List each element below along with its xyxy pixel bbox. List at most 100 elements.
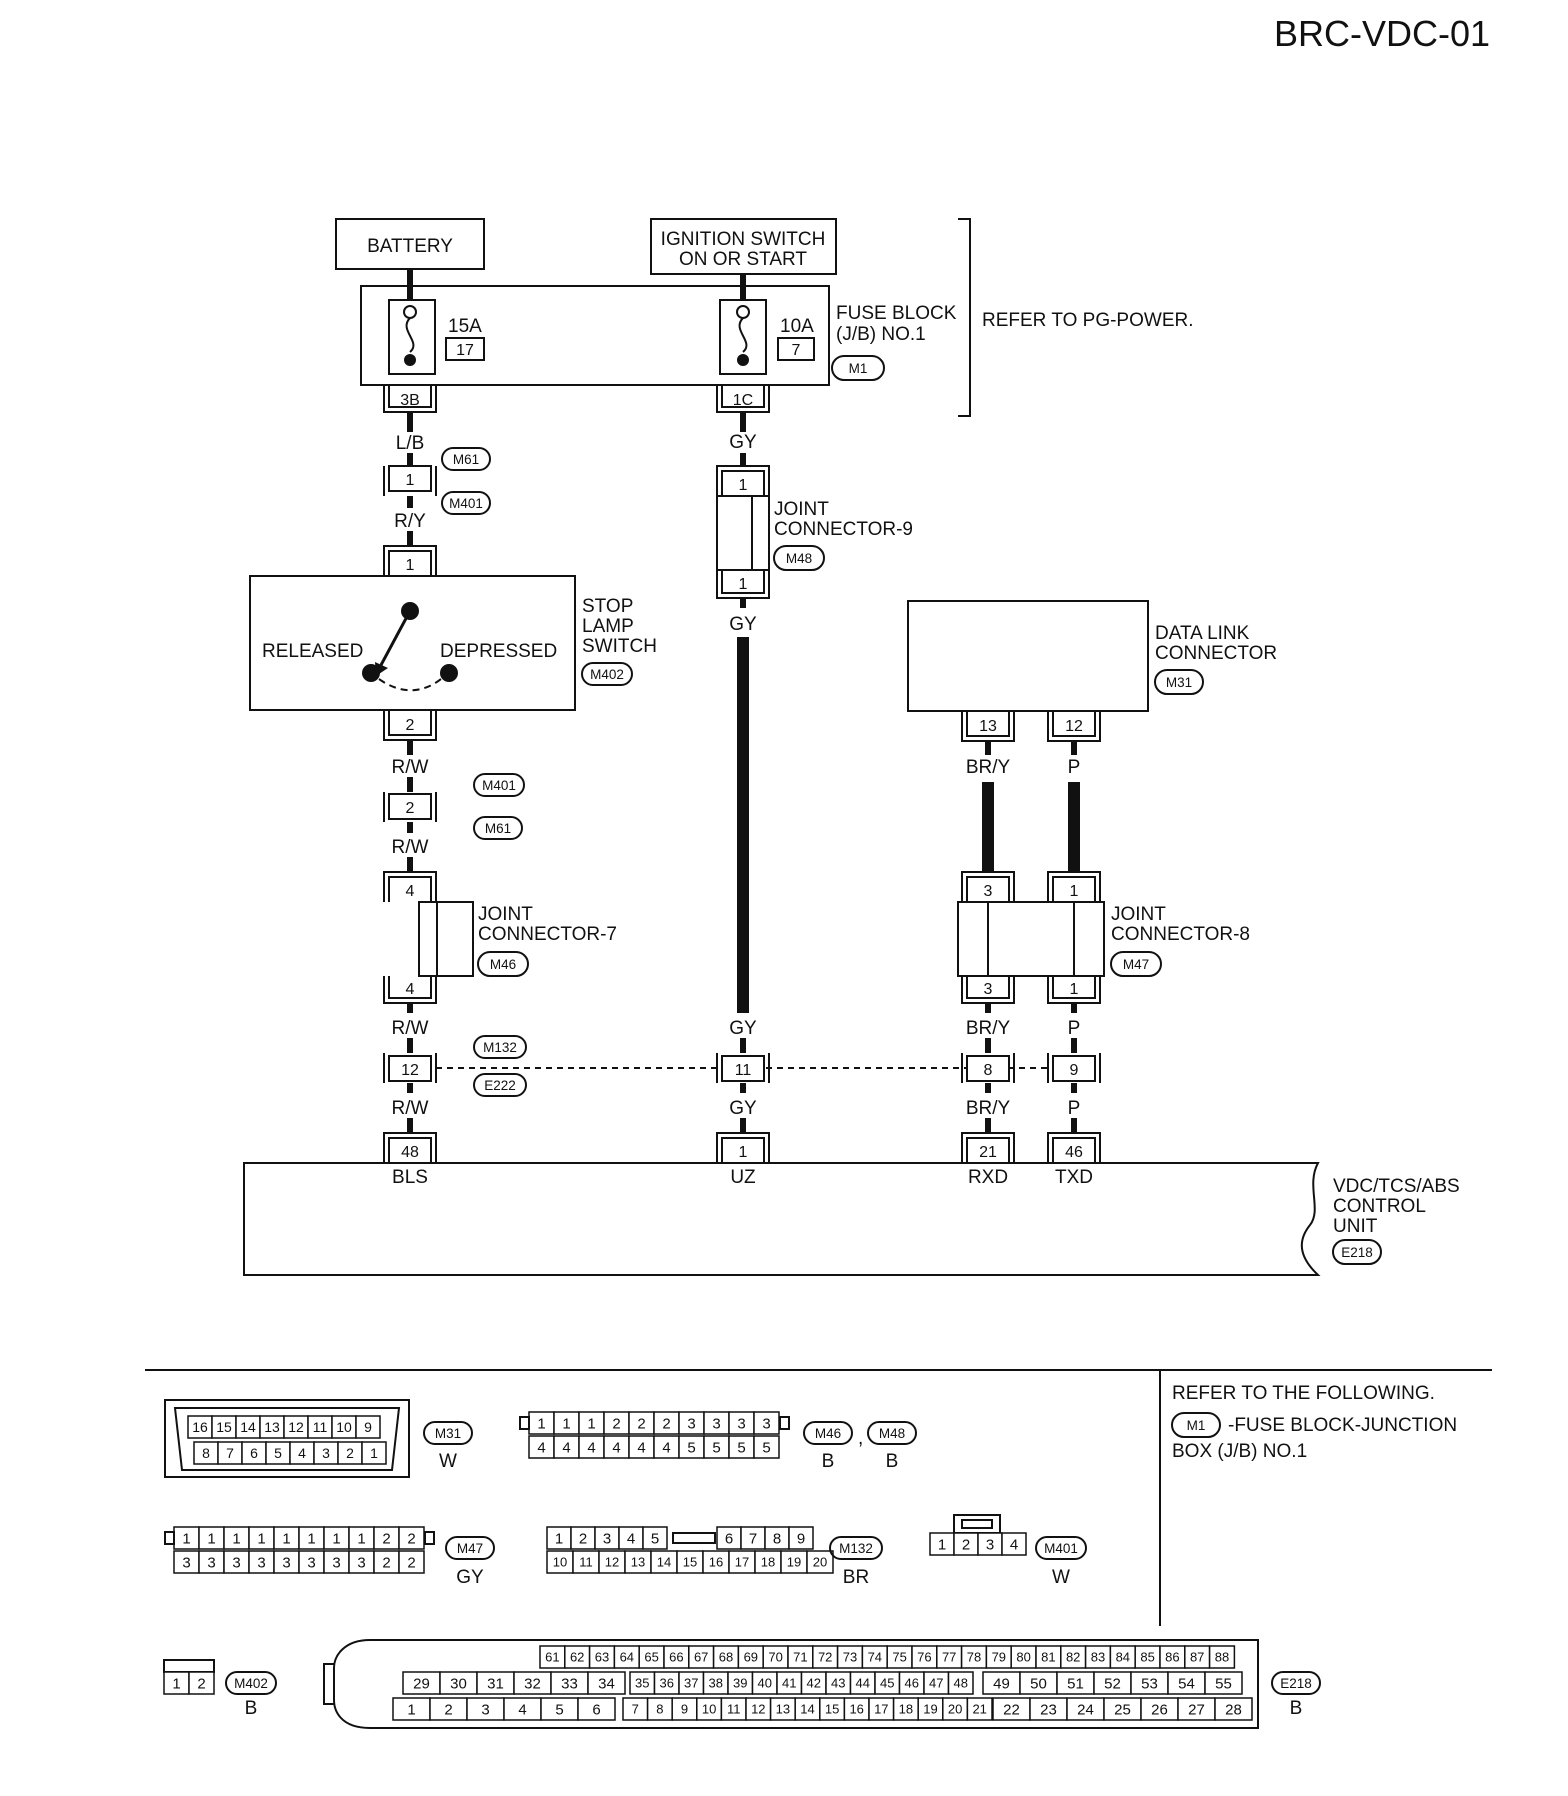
pin-number: 20 bbox=[948, 1702, 962, 1717]
pin-number: 1 bbox=[257, 1530, 265, 1547]
data-link-connector-box bbox=[907, 600, 1149, 712]
pin-number: 12 bbox=[288, 1419, 304, 1435]
jc7-connector: M46 bbox=[490, 957, 516, 972]
pin-number: 3 bbox=[762, 1415, 770, 1432]
pin-number: 42 bbox=[807, 1676, 821, 1691]
wire-bry-3: BR/Y bbox=[966, 1098, 1011, 1119]
joint-connector-9 bbox=[716, 495, 770, 571]
ecu-pin-21: 21 bbox=[979, 1144, 997, 1161]
legend-m47-color: GY bbox=[456, 1567, 484, 1588]
pin-number: 12 bbox=[605, 1555, 619, 1570]
refer-m1: M1 bbox=[1187, 1418, 1206, 1433]
pin-number: 3 bbox=[737, 1415, 745, 1432]
pin-number: 51 bbox=[1067, 1675, 1084, 1692]
pin-number: 55 bbox=[1215, 1675, 1232, 1692]
pin-number: 3 bbox=[207, 1554, 215, 1571]
pin-number: 17 bbox=[874, 1702, 888, 1717]
diagram-title: BRC-VDC-01 bbox=[1274, 13, 1490, 54]
fuse-block-connector: M1 bbox=[849, 361, 868, 376]
fuse-block-label: FUSE BLOCK bbox=[836, 303, 957, 324]
pin-number: 1 bbox=[938, 1536, 946, 1553]
ecu-pin-48: 48 bbox=[401, 1144, 419, 1161]
pin-cell bbox=[398, 1550, 425, 1574]
pin-number: 35 bbox=[635, 1676, 649, 1691]
dlc-label-1: DATA LINK bbox=[1155, 623, 1250, 644]
pin-number: 43 bbox=[831, 1676, 845, 1691]
pin-number: 16 bbox=[192, 1419, 208, 1435]
jc8-connector: M47 bbox=[1123, 957, 1149, 972]
pin-number: 3 bbox=[481, 1701, 489, 1718]
refer-bracket bbox=[958, 218, 971, 417]
refer-pg-power: REFER TO PG-POWER. bbox=[982, 310, 1194, 331]
pin-number: 78 bbox=[967, 1650, 981, 1665]
pin-number: 29 bbox=[413, 1675, 430, 1692]
pin-number: 19 bbox=[787, 1555, 801, 1570]
wire-rw-2: R/W bbox=[392, 837, 429, 858]
pin-number: 8 bbox=[773, 1530, 781, 1547]
jc9-pin-1-bottom: 1 bbox=[739, 576, 748, 593]
pin-number: 24 bbox=[1077, 1701, 1094, 1718]
pin-number: 48 bbox=[954, 1676, 968, 1691]
pin-number: 1 bbox=[232, 1530, 240, 1547]
pin-number: 1 bbox=[357, 1530, 365, 1547]
fuse-block-sublabel: (J/B) NO.1 bbox=[836, 324, 926, 345]
pin-number: 9 bbox=[364, 1419, 372, 1435]
pin-number: 36 bbox=[660, 1676, 674, 1691]
pin-number: 50 bbox=[1030, 1675, 1047, 1692]
pin-number: 6 bbox=[250, 1445, 258, 1461]
jc8-pin-1-top: 1 bbox=[1070, 883, 1079, 900]
dlc-pin-13: 13 bbox=[979, 718, 997, 735]
jc7-pin-4-bottom: 4 bbox=[406, 981, 415, 998]
pin-number: 88 bbox=[1215, 1650, 1229, 1665]
pin-number: 69 bbox=[744, 1650, 758, 1665]
pin-number: 61 bbox=[545, 1650, 559, 1665]
pin-number: 82 bbox=[1066, 1650, 1080, 1665]
pin-number: 3 bbox=[687, 1415, 695, 1432]
stop-lamp-label-1: STOP bbox=[582, 596, 633, 617]
wire-bry-2: BR/Y bbox=[966, 1018, 1011, 1039]
refer-fuse-block: -FUSE BLOCK-JUNCTION bbox=[1228, 1415, 1457, 1436]
pin-number: 2 bbox=[382, 1530, 390, 1547]
fuse-1-terminal: 3B bbox=[400, 392, 420, 409]
left-column: L/B 1 M61 M401 R/Y 1 RELEASED DEPRESSED … bbox=[249, 412, 657, 1053]
pin-number: 3 bbox=[357, 1554, 365, 1571]
fuse-2-amp: 10A bbox=[780, 316, 814, 337]
stop-lamp-switch-box bbox=[249, 575, 576, 711]
pin-number: 1 bbox=[182, 1530, 190, 1547]
wire-gy-3: GY bbox=[729, 1018, 757, 1039]
wire-gy-4: GY bbox=[729, 1098, 757, 1119]
pin-number: 18 bbox=[899, 1702, 913, 1717]
pin-number: 3 bbox=[332, 1554, 340, 1571]
pin-number: 17 bbox=[735, 1555, 749, 1570]
e222-connector: E222 bbox=[484, 1078, 516, 1093]
pin-number: 13 bbox=[776, 1702, 790, 1717]
pin-number: 6 bbox=[725, 1530, 733, 1547]
legend-m46-color: B bbox=[822, 1451, 835, 1472]
legend-m31-color: W bbox=[439, 1451, 457, 1472]
pin-number: 14 bbox=[657, 1555, 671, 1570]
stop-lamp-label-3: SWITCH bbox=[582, 636, 657, 657]
pin-number: 79 bbox=[992, 1650, 1006, 1665]
right-columns: DATA LINK CONNECTOR M31 13 12 BR/Y P 3 1… bbox=[907, 600, 1277, 1053]
pin-number: 47 bbox=[929, 1676, 943, 1691]
wire-rw-4: R/W bbox=[392, 1098, 429, 1119]
pin-number: 65 bbox=[644, 1650, 658, 1665]
legend-m132-color: BR bbox=[843, 1567, 869, 1588]
pin-number: 2 bbox=[444, 1701, 452, 1718]
m132-pin-11: 11 bbox=[735, 1062, 752, 1079]
pin-number: 3 bbox=[307, 1554, 315, 1571]
ignition-switch-label: IGNITION SWITCH bbox=[661, 229, 826, 250]
wire-p-2: P bbox=[1068, 1018, 1081, 1039]
pin-number: 45 bbox=[880, 1676, 894, 1691]
jc7-label-1: JOINT bbox=[478, 904, 533, 925]
pin-number: 11 bbox=[727, 1702, 741, 1717]
pin-number: 10 bbox=[553, 1555, 567, 1570]
m132-connector: M132 bbox=[483, 1040, 517, 1055]
pin-number: 1 bbox=[555, 1530, 563, 1547]
pin-number: 75 bbox=[892, 1650, 906, 1665]
pin-number: 5 bbox=[712, 1439, 720, 1456]
m61-lower-connector: M61 bbox=[485, 821, 511, 836]
